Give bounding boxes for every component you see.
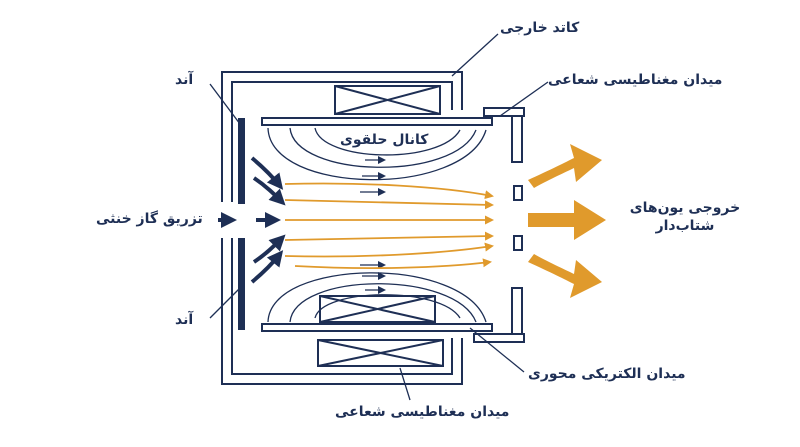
label-anode-top: آند — [175, 72, 194, 88]
label-radial-magnetic-field-top: میدان مغناطیسی شعاعی — [548, 72, 723, 88]
gas-injection-arrows — [218, 156, 286, 284]
channel-top-wall — [261, 117, 493, 126]
anode-bar-bottom — [238, 238, 245, 330]
label-accelerated-ion-output: خروجی یون‌های شتاب‌دار — [620, 200, 750, 235]
anode-bar-top — [238, 118, 245, 204]
exit-electrodes — [513, 185, 523, 251]
magnetic-field-arrows-top — [360, 156, 386, 196]
coil-cross-icon — [317, 339, 444, 367]
label-accelerated-ion-output-line2: شتاب‌دار — [655, 217, 715, 234]
magnetic-field-lines-top — [267, 127, 487, 181]
coil-cross-icon — [334, 85, 441, 115]
label-axial-electric-field: میدان الکتریکی محوری — [528, 366, 686, 382]
channel-bottom-wall — [261, 323, 493, 332]
end-cap-top — [483, 107, 525, 163]
label-annular-channel: کانال حلقوی — [340, 132, 429, 148]
end-cap-bottom — [473, 287, 525, 343]
label-outer-cathode: کاتد خارجی — [500, 20, 580, 36]
label-inert-gas-injection: تزریق گاز خنثی — [96, 211, 203, 227]
outer-cathode-housing — [221, 71, 463, 385]
magnetic-field-arrows-bottom — [360, 261, 386, 294]
coil-cross-icon — [319, 295, 436, 323]
label-radial-magnetic-field-bottom: میدان مغناطیسی شعاعی — [335, 404, 510, 420]
label-accelerated-ion-output-line1: خروجی یون‌های — [629, 200, 741, 216]
label-anode-bottom: آند — [175, 312, 194, 328]
ion-acceleration-lines — [284, 182, 494, 269]
leader-lines — [209, 33, 549, 401]
magnetic-field-lines-bottom — [267, 272, 487, 323]
big-arrow-icon — [528, 144, 606, 298]
